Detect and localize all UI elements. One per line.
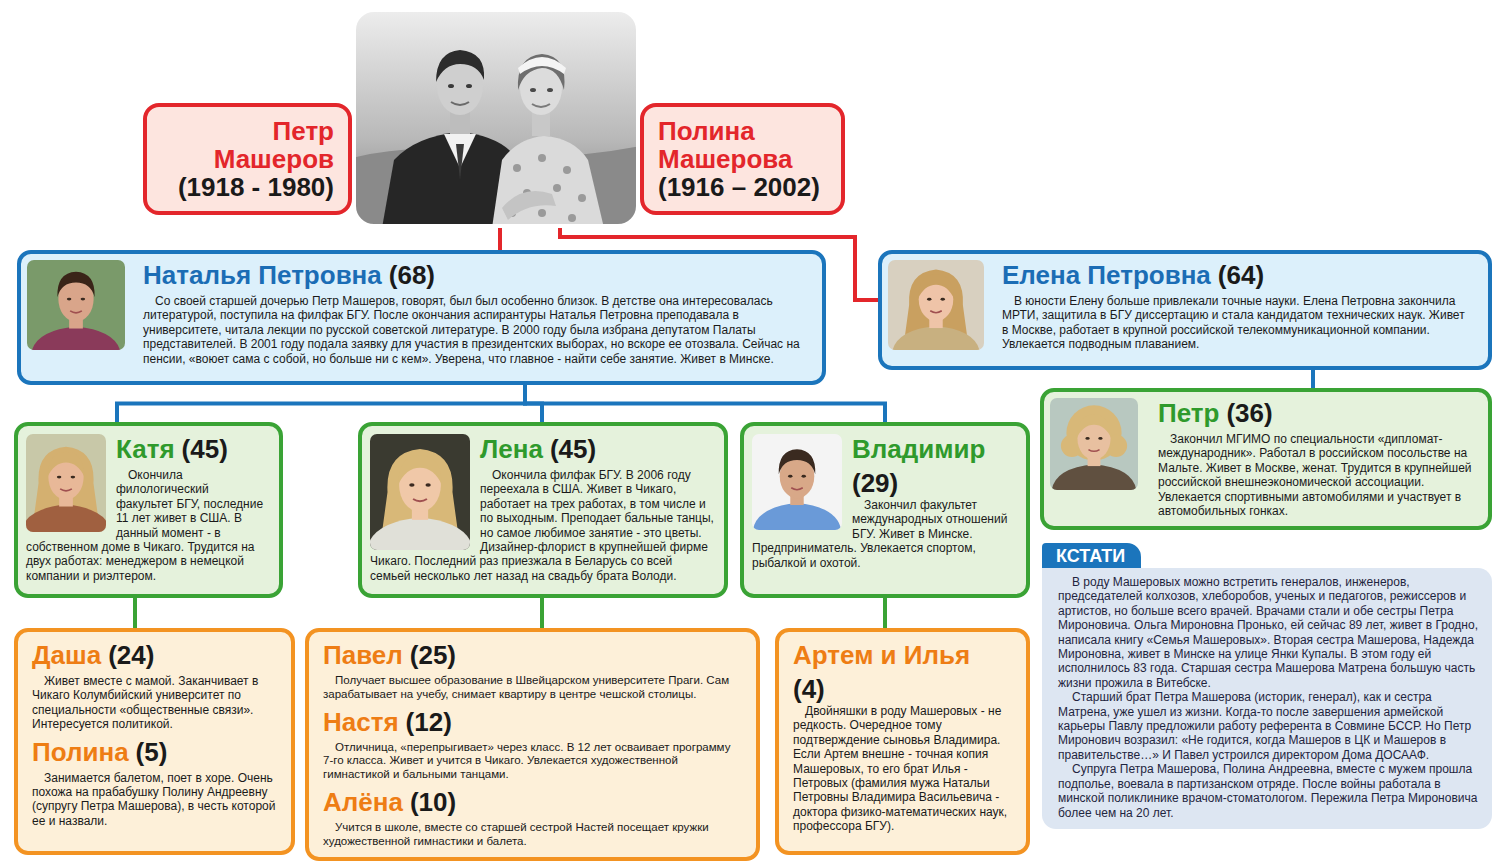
- person-name: Артем и Илья: [793, 640, 970, 670]
- child-box: Наталья Петровна(68)Со своей старшей доч…: [17, 250, 826, 385]
- life-years: (1916 – 2002): [658, 173, 820, 201]
- child-box: Елена Петровна(64)В юности Елену больше …: [878, 250, 1492, 370]
- heading-line: Полина(5): [32, 737, 277, 771]
- note-paragraph: Супруга Петра Машерова, Полина Андреевна…: [1058, 762, 1478, 820]
- age-number: (29): [752, 468, 1016, 498]
- portrait-photo: [26, 434, 106, 532]
- heading-line: Петр(36): [1158, 398, 1474, 432]
- age-number: (10): [410, 787, 456, 817]
- tree-connector: [525, 385, 885, 422]
- bio-text: Окончила филологический факультет БГУ, п…: [26, 468, 269, 583]
- grandchild-box: Петр(36)Закончил МГИМО по специальности …: [1040, 388, 1492, 530]
- bio-text: Окончила филфак БГУ. В 2006 году перееха…: [370, 468, 714, 583]
- bio-text: Получает высшее образование в Швейцарско…: [323, 674, 742, 702]
- bio-text: Со своей старшей дочерью Петр Машеров, г…: [143, 294, 808, 366]
- great-grandchild-box: Артем и Илья (4)Двойняшки в роду Машеровы…: [775, 628, 1030, 855]
- portrait-photo: [370, 434, 470, 550]
- tree-connector: [883, 598, 887, 628]
- age-number: (68): [389, 260, 435, 290]
- great-grandchild-box: Павел(25)Получает высшее образование в Ш…: [305, 628, 760, 861]
- heading-line: Павел(25): [323, 640, 742, 674]
- age-number: (24): [108, 640, 154, 670]
- person-name: Елена Петровна: [1002, 260, 1211, 290]
- person-name: Даша: [32, 640, 101, 670]
- note-paragraph: Старший брат Петра Машерова (историк, ге…: [1058, 690, 1478, 762]
- person-name: Петр: [1158, 398, 1219, 428]
- heading-line: Настя(12): [323, 707, 742, 741]
- person-name: Владимир: [852, 434, 985, 464]
- bio-text: Закончил МГИМО по специальности «диплома…: [1158, 432, 1474, 518]
- portrait-photo: [1050, 398, 1138, 490]
- heading-line: Катя(45): [26, 434, 269, 468]
- bio-text: Занимается балетом, поет в хоре. Очень п…: [32, 771, 277, 829]
- tree-connector: [117, 385, 525, 422]
- heading-line: Алёна(10): [323, 787, 742, 821]
- grandchild-box: Лена(45)Окончила филфак БГУ. В 2006 году…: [358, 422, 728, 598]
- grandchild-box: Владимир (29)Закончил факультет междунаро…: [740, 422, 1030, 598]
- parent-box: Петр Машеров(1918 - 1980): [143, 103, 352, 215]
- note-paragraph: В роду Машеровых можно встретить генерал…: [1058, 575, 1478, 690]
- bio-text: Отличница, «перепрыгивает» через класс. …: [323, 741, 742, 782]
- portrait-photo: [888, 260, 984, 350]
- grandchild-box: Катя(45)Окончила филологический факульте…: [14, 422, 283, 598]
- person-name: Павел: [323, 640, 403, 670]
- bio-text: Двойняшки в роду Машеровых - не редкость…: [793, 704, 1014, 834]
- person-name: Катя: [116, 434, 175, 464]
- age-number: (64): [1218, 260, 1264, 290]
- age-number: (25): [410, 640, 456, 670]
- heading-line: Наталья Петровна(68): [143, 260, 808, 294]
- bio-text: В юности Елену больше привлекали точные …: [1002, 294, 1474, 352]
- parent-box: Полина Машерова(1916 – 2002): [640, 103, 845, 215]
- bio-text: Учится в школе, вместе со старшей сестро…: [323, 821, 742, 849]
- heading-line: Елена Петровна(64): [1002, 260, 1474, 294]
- heading-line: Даша(24): [32, 640, 277, 674]
- person-name: Алёна: [323, 787, 403, 817]
- portrait-photo: [27, 260, 125, 350]
- note-body-panel: В роду Машеровых можно встретить генерал…: [1042, 568, 1492, 829]
- couple-photo: [352, 8, 640, 228]
- age-number: (12): [406, 707, 452, 737]
- age-number: (36): [1226, 398, 1272, 428]
- person-name: Полина: [32, 737, 129, 767]
- person-name: Наталья Петровна: [143, 260, 382, 290]
- note-heading: КСТАТИ: [1042, 543, 1141, 568]
- heading-line: Владимир (29): [752, 434, 1016, 498]
- portrait-photo: [752, 434, 842, 530]
- person-name: Лена: [480, 434, 543, 464]
- note-panel: КСТАТИ В роду Машеровых можно встретить г…: [1042, 543, 1492, 829]
- heading-line: Лена(45): [370, 434, 714, 468]
- note-tab-row: КСТАТИ: [1042, 543, 1492, 568]
- tree-connector: [133, 598, 137, 628]
- bio-text: Живет вместе с мамой. Заканчивает в Чика…: [32, 674, 277, 732]
- life-years: (1918 - 1980): [178, 173, 334, 201]
- bio-text: Закончил факультет международных отношен…: [752, 498, 1016, 570]
- age-number: (5): [136, 737, 168, 767]
- age-number: (45): [182, 434, 228, 464]
- great-grandchild-box: Даша(24)Живет вместе с мамой. Заканчивае…: [14, 628, 295, 855]
- heading-line: Артем и Илья (4): [793, 640, 1014, 704]
- person-name: Полина Машерова: [658, 117, 792, 173]
- age-number: (4): [793, 674, 1014, 704]
- tree-connector: [540, 598, 544, 628]
- person-name: Петр Машеров: [214, 117, 334, 173]
- tree-connector: [1311, 370, 1315, 388]
- person-name: Настя: [323, 707, 399, 737]
- age-number: (45): [550, 434, 596, 464]
